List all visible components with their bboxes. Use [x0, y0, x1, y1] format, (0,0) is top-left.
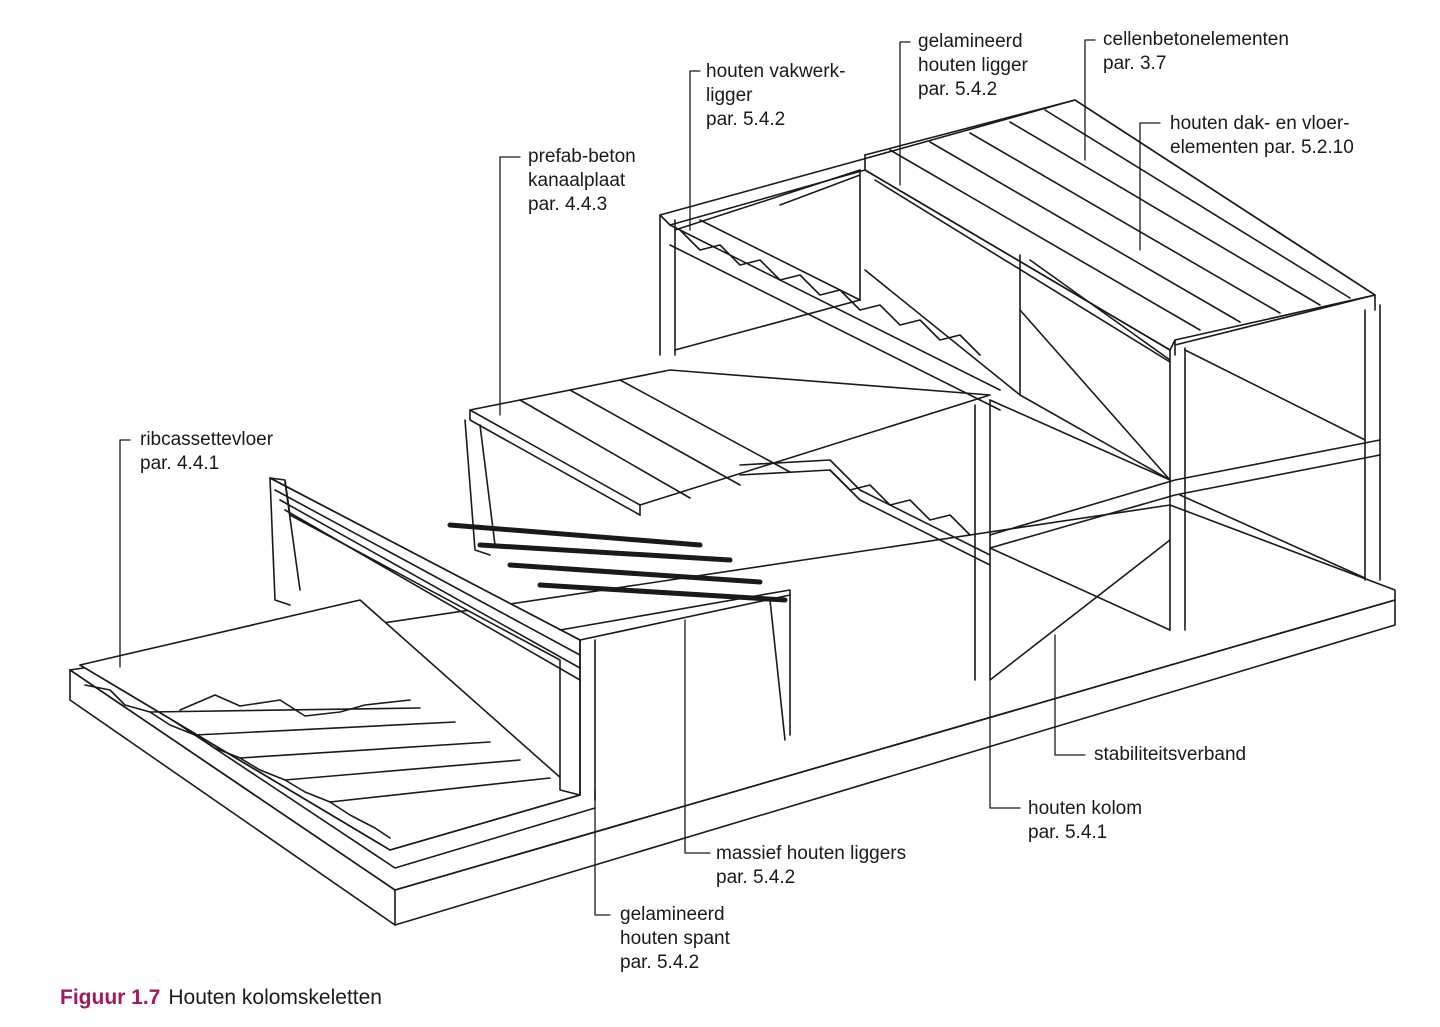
solid-timber-beams: [447, 522, 788, 603]
figure-number: Figuur 1.7: [60, 986, 161, 1009]
glulam-portal-frame: [269, 477, 791, 801]
figure-title: Houten kolomskeletten: [168, 986, 382, 1009]
timber-trusses: [669, 224, 1001, 566]
figure-caption: Figuur 1.7 Houten kolomskeletten: [60, 986, 382, 1010]
ribcassette-floor: [79, 599, 581, 851]
label-stabiliteitsverband: stabiliteitsverband: [1094, 744, 1247, 765]
label-houten-dak: houten dak- en vloer-elementen par. 5.2.…: [1170, 113, 1354, 158]
timber-frame-building: [659, 99, 1381, 681]
leader-lines: [119, 39, 1161, 916]
hollowcore-slab: [464, 369, 991, 556]
